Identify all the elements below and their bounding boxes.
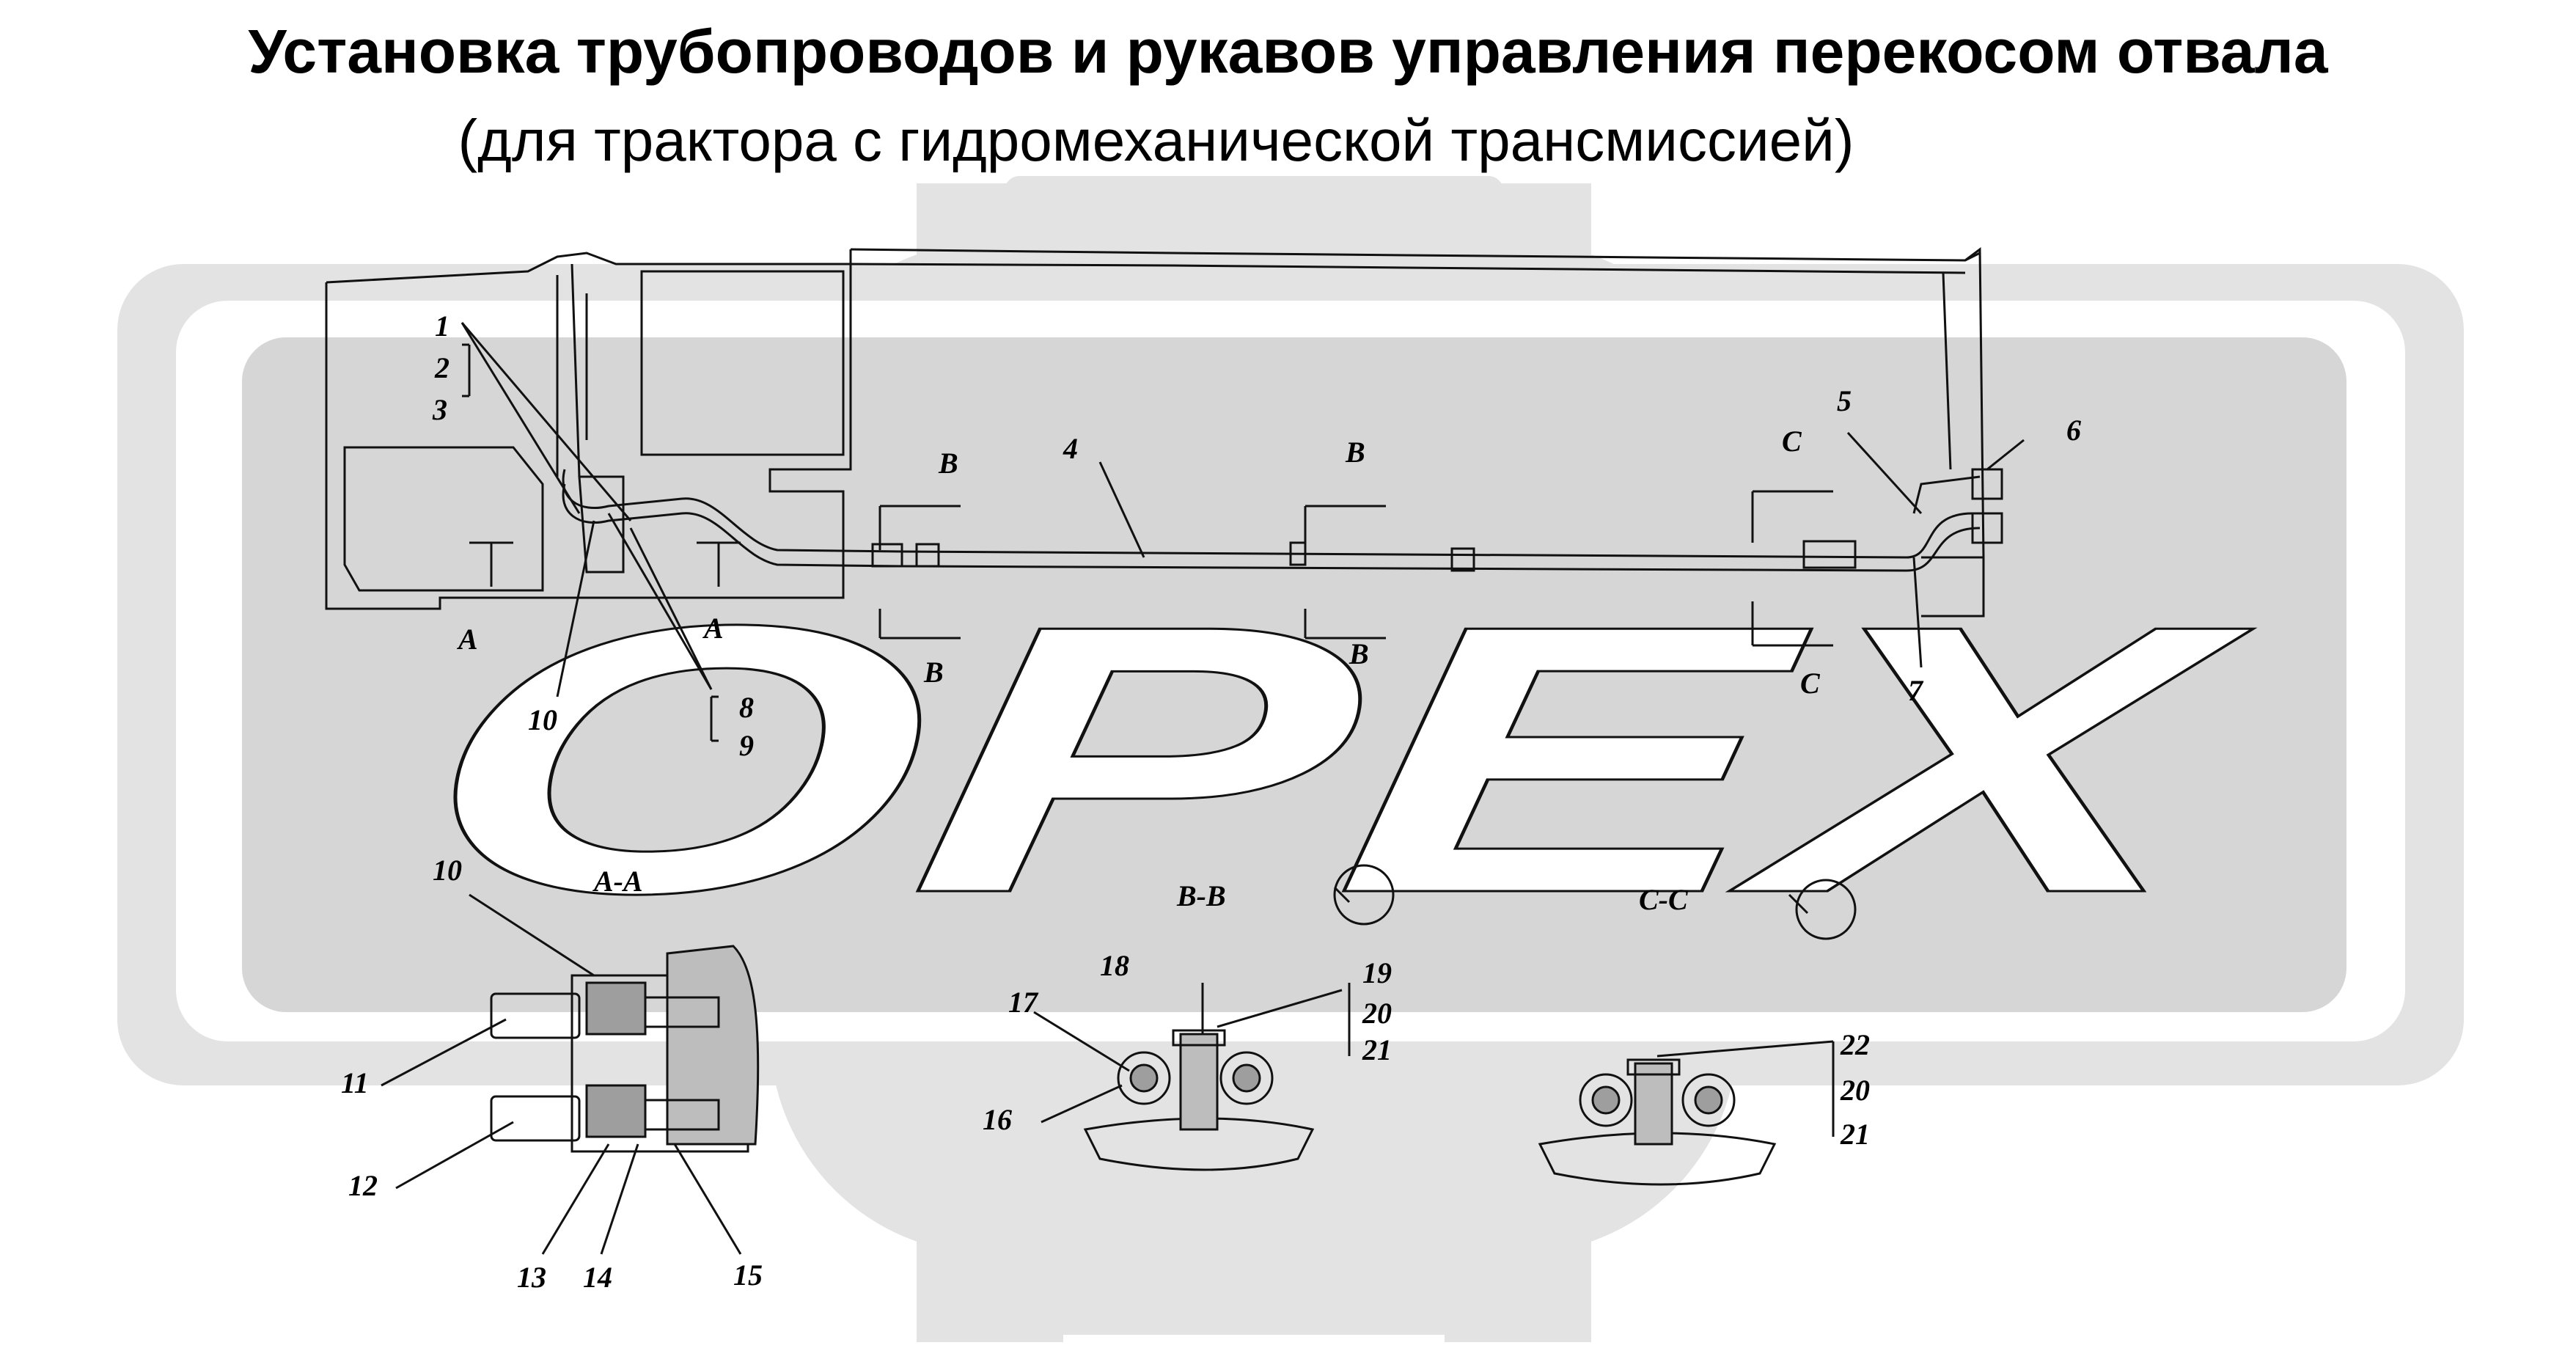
watermark-text: OPEX — [399, 546, 2267, 972]
callout-11: 11 — [341, 1066, 369, 1099]
callout-17: 17 — [1008, 986, 1039, 1019]
page-subtitle: (для трактора с гидромеханической трансм… — [458, 108, 1854, 173]
callout-4: 4 — [1063, 432, 1078, 465]
cut-letter-b-1: B — [938, 447, 958, 480]
section-title-cc: C-C — [1639, 883, 1689, 916]
callout-10-detail: 10 — [433, 854, 462, 887]
callout-1: 1 — [435, 309, 449, 343]
watermark-plate-inner — [242, 337, 2346, 1012]
section-titles: A-A B-B C-C — [592, 865, 1689, 916]
callout-18: 18 — [1100, 949, 1129, 982]
pipeline-run — [562, 468, 2003, 574]
callout-3: 3 — [432, 393, 447, 426]
callout-8: 8 — [739, 691, 754, 724]
cut-letter-b-2: B — [923, 656, 944, 689]
callout-6: 6 — [2066, 414, 2081, 447]
callout-21-bb: 21 — [1362, 1033, 1392, 1066]
callout-21-cc: 21 — [1840, 1118, 1870, 1151]
callout-13: 13 — [517, 1261, 546, 1294]
callout-16: 16 — [983, 1103, 1012, 1136]
cut-markers — [469, 490, 1833, 647]
cut-letter-b-4: B — [1348, 637, 1369, 670]
callout-22: 22 — [1840, 1028, 1870, 1061]
section-cc-detail — [1538, 879, 1857, 1186]
callout-7: 7 — [1908, 674, 1924, 707]
callout-10-top: 10 — [528, 703, 557, 736]
cut-letter-b-3: B — [1345, 436, 1365, 469]
callout-14: 14 — [583, 1261, 612, 1294]
cut-letter-labels: A A B B B B C C — [456, 425, 1821, 700]
section-aa-detail — [381, 893, 760, 1255]
section-title-aa: A-A — [592, 865, 643, 898]
callout-numbers: 1 2 3 4 5 6 7 8 9 10 10 11 12 13 14 15 1… — [341, 309, 2081, 1294]
page-title: Установка трубопроводов и рукавов управл… — [248, 17, 2328, 86]
cut-letter-a-right: A — [702, 612, 724, 645]
callout-20-cc: 20 — [1840, 1074, 1870, 1107]
callout-12: 12 — [348, 1169, 378, 1202]
section-bb-detail — [1033, 864, 1395, 1171]
tractor-outline — [325, 247, 1985, 618]
leader-lines — [460, 322, 2025, 742]
callout-19: 19 — [1362, 956, 1392, 989]
cut-letter-a-left: A — [456, 623, 478, 656]
cut-letter-c-1: C — [1782, 425, 1802, 458]
cut-letter-c-2: C — [1800, 667, 1821, 700]
callout-9: 9 — [739, 729, 754, 762]
callout-15: 15 — [733, 1259, 763, 1292]
callout-20-bb: 20 — [1362, 997, 1392, 1030]
watermark-logo: OPEX — [117, 176, 2464, 1342]
callout-2: 2 — [434, 351, 449, 384]
callout-5: 5 — [1837, 384, 1852, 417]
section-title-bb: B-B — [1176, 879, 1226, 912]
